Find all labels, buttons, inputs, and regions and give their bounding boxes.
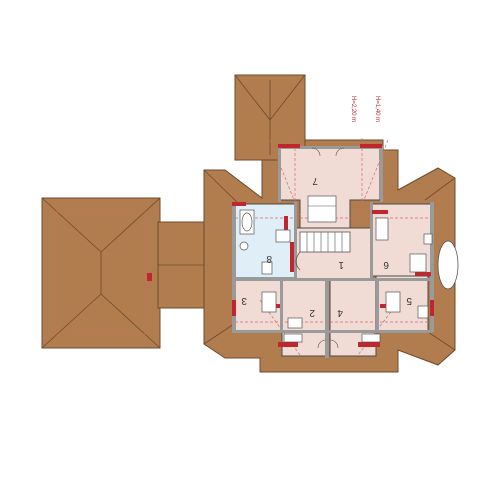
room-label-3: 3 [241, 295, 247, 306]
room-label-1: 1 [338, 259, 344, 270]
height-label-a: H=2,20 m [350, 96, 356, 122]
room-label-5: 5 [406, 295, 412, 306]
room-label-8: 8 [266, 253, 272, 264]
room-label-7: 7 [312, 175, 318, 186]
room-labels: 7 8 1 6 3 2 4 5 [241, 175, 412, 318]
room-label-4: 4 [337, 307, 343, 318]
garage-roof [41, 197, 161, 349]
height-annotations: H=2,20 m H=1,40 m [350, 96, 380, 122]
furniture [239, 147, 433, 349]
room-label-2: 2 [309, 307, 315, 318]
height-label-b: H=1,40 m [374, 96, 380, 122]
staircase [295, 231, 351, 271]
room-label-6: 6 [383, 259, 389, 270]
